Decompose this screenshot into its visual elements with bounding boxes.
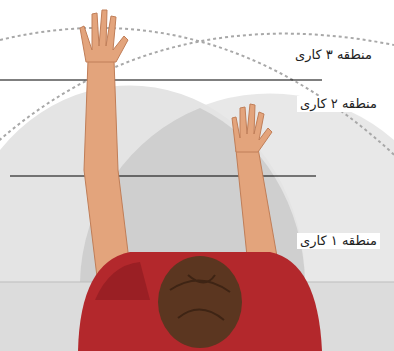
hand	[232, 104, 272, 152]
zone-line	[0, 79, 322, 80]
shirt-shadow	[95, 262, 150, 300]
shirt	[78, 252, 322, 351]
zone-label: منطقه ۲ کاری	[297, 96, 380, 112]
hair-detail	[170, 275, 230, 320]
max-reach-arc	[0, 34, 394, 200]
max-reach-arc	[0, 28, 394, 180]
zone-label: منطقه ۱ کاری	[297, 233, 380, 249]
zone-label: منطقه ۳ کاری	[292, 47, 375, 63]
hand	[80, 10, 128, 62]
zone-line	[10, 175, 316, 176]
raised-arm	[84, 60, 132, 285]
head	[158, 256, 242, 348]
